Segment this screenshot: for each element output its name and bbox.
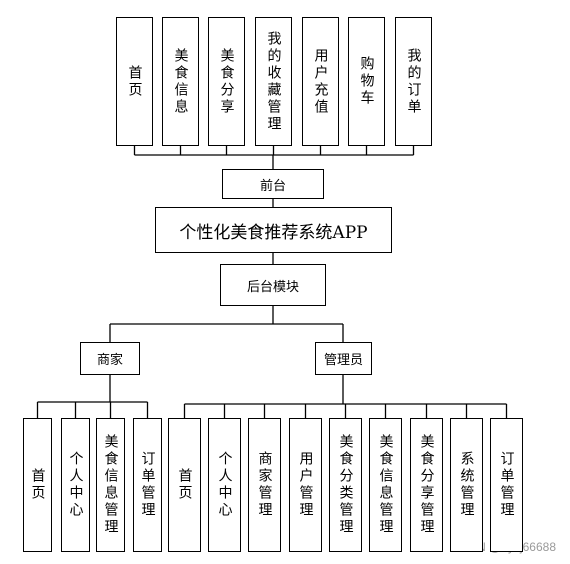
frontend-module-label: 用户充值 (312, 47, 329, 116)
frontend-module-box: 美食分享 (208, 17, 245, 146)
merchant-module-label: 美食信息管理 (102, 434, 119, 536)
merchant-box: 商家 (80, 342, 140, 375)
merchant-module-box: 个人中心 (61, 418, 90, 552)
system-title-box: 个性化美食推荐系统APP (155, 207, 392, 253)
admin-module-label: 美食分享管理 (418, 434, 435, 536)
admin-module-box: 美食信息管理 (369, 418, 402, 552)
merchant-module-label: 订单管理 (139, 451, 156, 519)
admin-module-label: 系统管理 (458, 451, 475, 519)
admin-module-label: 美食分类管理 (337, 434, 354, 536)
admin-module-box: 用户管理 (289, 418, 322, 552)
frontend-box: 前台 (222, 169, 324, 199)
admin-module-box: 订单管理 (490, 418, 523, 552)
frontend-module-box: 用户充值 (302, 17, 339, 146)
admin-label: 管理员 (323, 353, 363, 368)
merchant-module-label: 个人中心 (67, 451, 84, 519)
admin-module-box: 首页 (168, 418, 201, 552)
merchant-module-box: 首页 (23, 418, 52, 552)
admin-module-box: 美食分类管理 (329, 418, 362, 552)
frontend-module-label: 购物车 (358, 56, 375, 107)
admin-module-box: 美食分享管理 (410, 418, 443, 552)
admin-module-box: 商家管理 (248, 418, 281, 552)
admin-module-label: 订单管理 (498, 451, 515, 519)
merchant-module-box: 订单管理 (133, 418, 162, 552)
frontend-module-box: 购物车 (348, 17, 385, 146)
admin-box: 管理员 (315, 342, 372, 375)
frontend-module-box: 首页 (116, 17, 153, 146)
merchant-module-label: 首页 (29, 468, 46, 502)
merchant-label: 商家 (96, 353, 123, 368)
frontend-module-label: 我的收藏管理 (265, 30, 282, 133)
admin-module-box: 系统管理 (450, 418, 483, 552)
admin-module-label: 首页 (176, 468, 193, 502)
backend-box: 后台模块 (220, 264, 326, 306)
system-title: 个性化美食推荐系统APP (179, 222, 368, 243)
frontend-module-label: 我的订单 (405, 47, 422, 116)
frontend-module-label: 美食分享 (218, 47, 235, 116)
admin-module-label: 商家管理 (256, 451, 273, 519)
frontend-module-box: 我的订单 (395, 17, 432, 146)
admin-module-label: 个人中心 (216, 451, 233, 519)
admin-module-label: 用户管理 (297, 451, 314, 519)
merchant-module-box: 美食信息管理 (96, 418, 125, 552)
admin-module-label: 美食信息管理 (377, 434, 394, 536)
backend-label: 后台模块 (246, 279, 299, 295)
frontend-module-box: 美食信息 (162, 17, 199, 146)
frontend-module-label: 首页 (126, 64, 143, 99)
frontend-module-box: 我的收藏管理 (255, 17, 292, 146)
frontend-module-label: 美食信息 (172, 47, 189, 116)
admin-module-box: 个人中心 (208, 418, 241, 552)
frontend-label: 前台 (259, 178, 286, 194)
